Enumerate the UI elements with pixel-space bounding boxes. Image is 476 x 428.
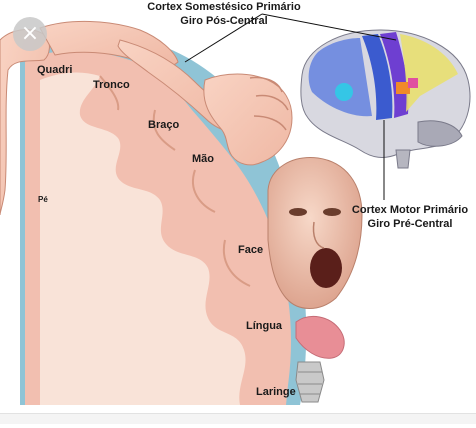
eye-left (289, 208, 307, 216)
lateral-brain-illustration (300, 29, 471, 169)
brain-stem (395, 149, 411, 169)
caption-sensory-line1: Cortex Somestésico Primário (147, 1, 301, 13)
close-icon[interactable]: × (20, 21, 40, 46)
eye-right (323, 208, 341, 216)
caption-motor-line1: Cortex Motor Primário (351, 204, 469, 216)
finger-2 (255, 94, 289, 111)
label-quadril: Quadri (37, 64, 73, 76)
face-illustration (267, 157, 363, 309)
close-button[interactable]: × (13, 17, 47, 51)
leader-sensory-2 (184, 13, 263, 63)
open-mouth (310, 248, 342, 288)
label-tronco: Tronco (93, 79, 130, 91)
leader-sensory (261, 13, 397, 41)
label-braco: Braço (148, 119, 180, 131)
label-pe: Pé (38, 195, 48, 204)
parietal-area (400, 34, 458, 112)
white-matter (40, 72, 246, 405)
motor-cortex-band (362, 34, 393, 120)
caption-motor: Cortex Motor Primário Giro Pré-Central (344, 203, 476, 231)
tongue-illustration (295, 315, 345, 359)
finger-1 (249, 76, 283, 93)
sulcus-4 (222, 239, 251, 287)
sulcus-3 (192, 169, 216, 213)
pink-spot (408, 78, 418, 88)
cyan-spot (335, 83, 353, 101)
caption-sensory: Cortex Somestésico Primário Giro Pós-Cen… (134, 0, 314, 28)
larynx-illustration (295, 361, 325, 403)
cerebellum (417, 120, 463, 147)
nose (312, 221, 325, 249)
finger-3 (253, 115, 287, 131)
label-face: Face (238, 244, 264, 256)
sulcus-1 (99, 75, 120, 111)
label-lingua: Língua (246, 320, 283, 332)
caption-motor-line2: Giro Pré-Central (367, 218, 453, 230)
orange-spot (396, 82, 410, 94)
label-laringe: Laringe (256, 386, 296, 398)
sensory-cortex-band (380, 32, 409, 118)
frontal-area (308, 38, 372, 117)
label-mao: Mão (192, 153, 214, 165)
bottom-edge (0, 413, 476, 424)
sulcus-2 (152, 109, 176, 151)
caption-sensory-line2: Giro Pós-Central (180, 15, 268, 27)
